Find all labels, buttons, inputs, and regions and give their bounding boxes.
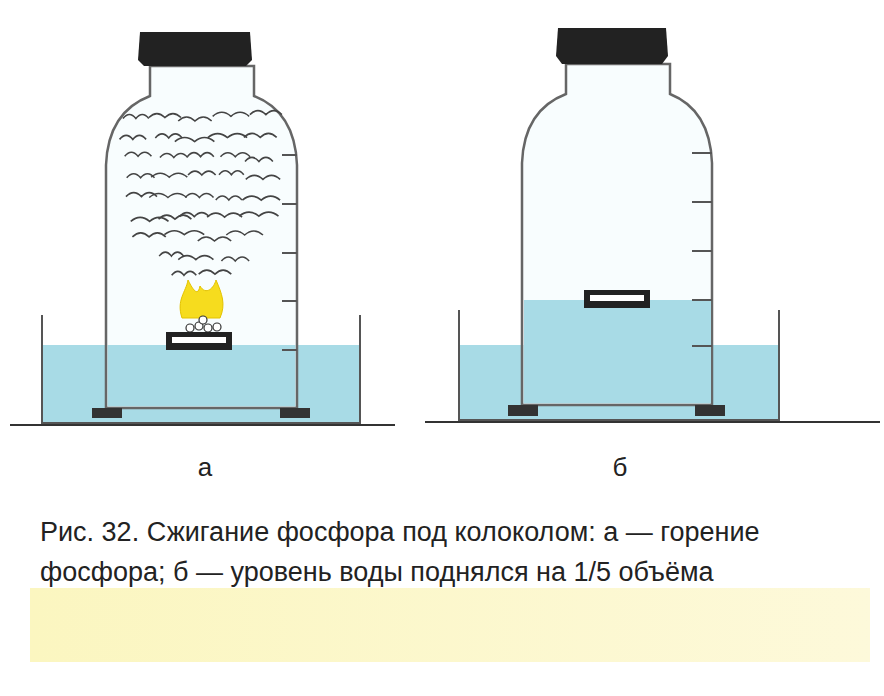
smoke-curl [159,215,192,219]
smoke-curl [250,111,282,115]
highlight-band [30,588,870,662]
smoke-curl [164,231,204,235]
figure-letter: а [198,452,212,483]
smoke-curl [120,135,147,139]
smoke-curl [172,271,197,275]
smoke-curl [151,173,187,177]
smoke-curl [221,257,249,261]
figure-caption: Рис. 32. Сжигание фосфора под колоколом:… [40,512,860,592]
smoke-curl [246,175,280,179]
smoke-curl [242,196,280,200]
smoke-curl [239,212,278,216]
smoke-curl [187,153,213,157]
smoke-curl [244,133,277,137]
smoke-curl [207,213,242,217]
smoke-curl [178,256,213,260]
smoke-curl [213,112,250,116]
smoke-curl [149,114,181,118]
smoke-curl [160,154,188,158]
smoke-curl [159,252,183,256]
smoke-curl [216,196,242,200]
smoke-curl [199,270,232,274]
smoke-curl [175,138,215,142]
smoke-curl [219,171,244,175]
smoke-curl [188,171,216,175]
smoke-curl [220,153,250,157]
smoke-curl [155,134,182,138]
smoke-curl [132,233,165,237]
apparatus-b [425,28,880,422]
smoke-curl [123,114,149,118]
smoke-curl [127,174,155,178]
apparatus-a [10,32,395,425]
smoke-curl [131,217,169,221]
figure-letter: б [613,452,628,483]
smoke-curl [125,152,152,156]
smoke-curl [149,194,186,198]
smoke-curl [208,134,247,138]
smoke-curl [178,117,211,121]
smoke-curl [198,237,231,241]
smoke-curl [179,213,209,217]
smoke-curl [245,157,273,161]
smoke-curl [185,194,213,198]
smoke-curl [226,231,263,235]
